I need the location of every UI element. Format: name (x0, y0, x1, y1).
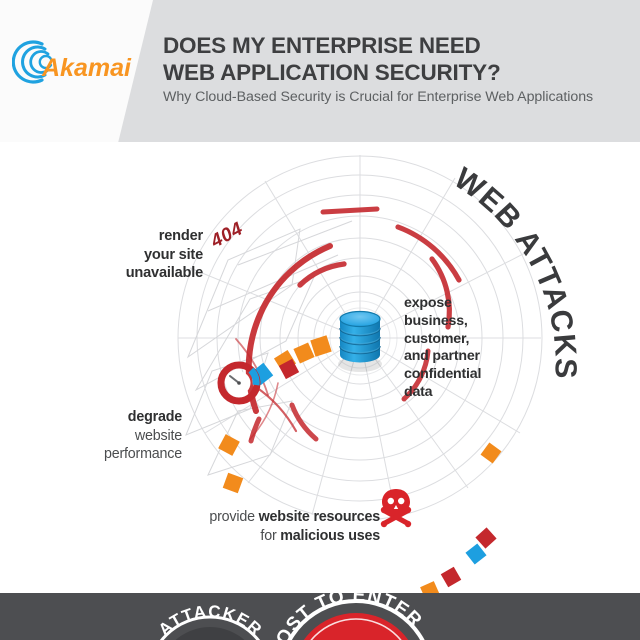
page-footer: ATTACKER COST TO ENTER (0, 593, 640, 640)
radial-diagram-svg: 404 (177, 155, 582, 593)
red-arc-segments (235, 224, 462, 442)
label-render-site-unavailable: render your site unavailable (103, 227, 203, 283)
label-expose-confidential-data: expose business, customer, and partner c… (404, 295, 534, 402)
label-render-line3: unavailable (125, 265, 203, 281)
header-right-panel (118, 0, 640, 143)
label-render-line1: render (158, 228, 203, 244)
label-provide-mid: for (260, 528, 281, 544)
attack-tile (293, 342, 315, 364)
label-provide-pre: provide (209, 509, 259, 525)
page-header: Akamai DOES MY ENTERPRISE NEED WEB APPLI… (0, 0, 640, 143)
attack-tile (420, 581, 440, 593)
attack-tile (218, 434, 240, 456)
label-expose-line6: data (404, 383, 433, 400)
label-provide-bold2: malicious uses (280, 528, 380, 544)
page-subtitle: Why Cloud-Based Security is Crucial for … (163, 89, 594, 105)
error-code-404: 404 (207, 218, 247, 253)
attack-tile (480, 442, 502, 464)
footer-badges: ATTACKER COST TO ENTER (148, 593, 432, 640)
skull-and-crossbones-icon (380, 489, 412, 528)
label-expose-line2: business, (404, 312, 468, 329)
label-degrade-bold: degrade (127, 409, 182, 425)
radial-diagram: 404 (0, 143, 640, 593)
page-title-line2: WEB APPLICATION SECURITY? (163, 60, 501, 85)
label-expose-line4: and partner (404, 348, 480, 365)
page-title: DOES MY ENTERPRISE NEED WEB APPLICATION … (163, 32, 633, 86)
attack-tile (440, 566, 462, 588)
label-expose-line5: confidential (404, 366, 482, 383)
page-title-line1: DOES MY ENTERPRISE NEED (163, 33, 481, 58)
database-icon (338, 310, 382, 372)
speedometer-icon (217, 361, 261, 405)
label-degrade-line2: website (134, 427, 182, 444)
akamai-swoosh-icon (12, 40, 53, 84)
attack-tile (465, 543, 487, 565)
label-degrade-line3: performance (103, 446, 182, 462)
red-arc-ticks (248, 206, 380, 444)
label-render-line2: your site (143, 246, 203, 263)
header-divider (0, 142, 640, 143)
label-expose-line3: customer, (404, 330, 470, 347)
attack-tile (475, 527, 497, 549)
label-degrade-performance: degrade website performance (62, 408, 182, 464)
label-provide-bold1: website resources (258, 509, 381, 525)
badge-attacker[interactable]: ATTACKER (148, 602, 272, 640)
akamai-logo[interactable]: Akamai (12, 38, 140, 86)
attack-tile (222, 472, 244, 494)
label-provide-resources: provide website resources for malicious … (165, 508, 380, 546)
attack-tile (310, 335, 332, 357)
attack-tile (278, 358, 300, 380)
akamai-wordmark: Akamai (41, 54, 132, 82)
badge-cost-to-enter[interactable]: COST TO ENTER (266, 593, 432, 640)
label-expose-line1: expose (404, 295, 452, 311)
